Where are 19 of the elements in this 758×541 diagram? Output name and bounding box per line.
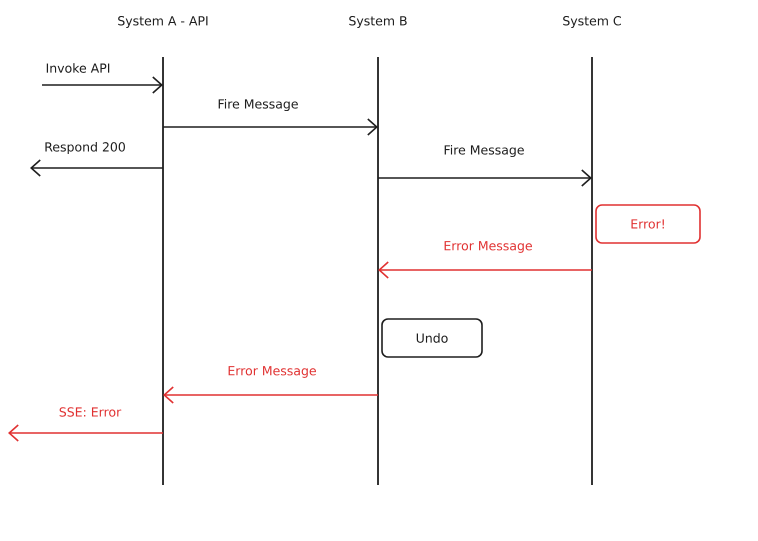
lifeline-heading: System B xyxy=(349,16,407,28)
edge-label: Fire Message xyxy=(218,98,298,112)
arrow xyxy=(8,424,163,442)
arrow xyxy=(42,76,163,94)
edge-label: Error Message xyxy=(228,366,316,378)
note-box: Undo xyxy=(381,318,483,358)
edge-label: Fire Message xyxy=(444,144,524,158)
arrow xyxy=(163,118,378,136)
arrow xyxy=(378,169,592,187)
lifeline-heading: System C xyxy=(563,16,621,28)
note-box: Error! xyxy=(595,204,701,244)
arrow xyxy=(163,386,378,404)
edge-label: Invoke API xyxy=(46,63,110,73)
arrow xyxy=(30,159,163,177)
edge-label: Respond 200 xyxy=(45,142,125,154)
lifeline-heading: System A - API xyxy=(118,16,208,28)
edge-label: SSE: Error xyxy=(60,407,122,417)
arrow xyxy=(378,261,592,279)
edge-label: Error Message xyxy=(444,241,532,253)
